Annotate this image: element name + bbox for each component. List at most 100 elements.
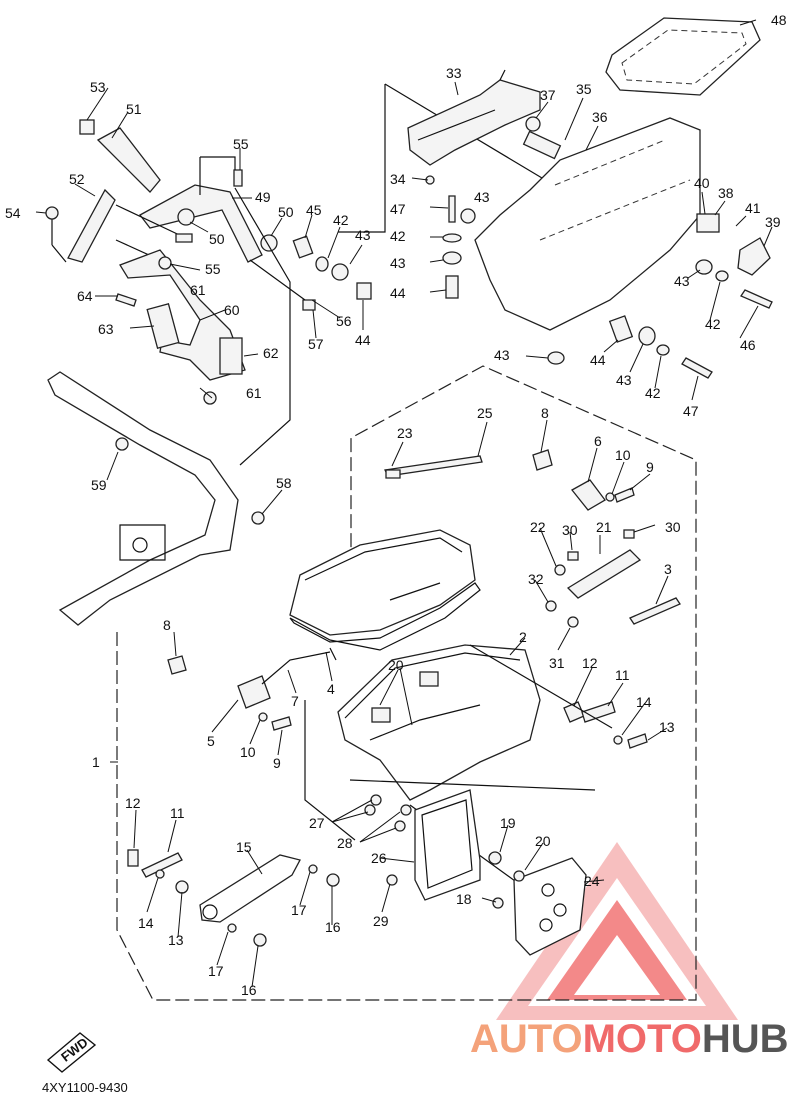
grommet-43: [442, 251, 462, 265]
callout-12: 12: [582, 655, 598, 671]
washer-42-b: [315, 256, 329, 272]
callout-23: 23: [397, 425, 413, 441]
bracket-8-b: [167, 655, 187, 675]
callout-13b: 13: [168, 932, 184, 948]
callout-50b: 50: [278, 204, 294, 220]
callout-33: 33: [446, 65, 462, 81]
callouts: 1 2 3 4 5 6 7 8 8 9 9 10 10 11 11 12 12 …: [5, 12, 787, 998]
bolt-18: [492, 897, 504, 909]
washer-10-b: [258, 712, 268, 722]
seal-4: [289, 582, 481, 651]
callout-39: 39: [765, 214, 781, 230]
bolt-23: [385, 469, 401, 479]
bolt-47: [448, 195, 456, 223]
washer-14-b: [155, 869, 165, 879]
callout-44b: 44: [355, 332, 371, 348]
callout-37: 37: [540, 87, 556, 103]
callout-18: 18: [456, 891, 472, 907]
callout-11b: 11: [170, 805, 185, 821]
callout-53: 53: [90, 79, 106, 95]
callout-12b: 12: [125, 795, 141, 811]
drawing-code: 4XY1100-9430: [42, 1080, 128, 1095]
callout-43: 43: [474, 189, 490, 205]
bolt-46: [740, 289, 773, 309]
callout-42: 42: [390, 228, 406, 244]
callout-9: 9: [646, 459, 654, 475]
washer-43-case: [547, 351, 565, 365]
washer-42-d: [715, 270, 729, 282]
case-bolt-boundary: [338, 84, 386, 233]
callout-30: 30: [562, 522, 578, 538]
washer-42: [442, 233, 462, 243]
callout-10b: 10: [240, 744, 256, 760]
callout-8b: 8: [163, 617, 171, 633]
callout-22: 22: [530, 519, 546, 535]
callout-35: 35: [576, 81, 592, 97]
collar-53: [79, 119, 95, 135]
latch-6: [571, 479, 606, 511]
callout-44: 44: [390, 285, 406, 301]
collar-45: [292, 235, 314, 259]
lid-33: [407, 79, 541, 166]
callout-20b: 20: [535, 833, 551, 849]
callout-15: 15: [236, 839, 252, 855]
callout-32: 32: [528, 571, 544, 587]
bracket-20-c: [419, 671, 439, 687]
bolt-55: [233, 169, 243, 187]
callout-9b: 9: [273, 755, 281, 771]
callout-14b: 14: [138, 915, 154, 931]
washer-10: [605, 492, 615, 502]
bolt-59: [115, 437, 129, 451]
clip-30: [567, 551, 579, 561]
callout-16: 16: [325, 919, 341, 935]
bolt-13: [627, 733, 648, 749]
callout-47: 47: [390, 201, 406, 217]
callout-19: 19: [500, 815, 516, 831]
grommet-43-e: [331, 263, 349, 281]
callout-24: 24: [584, 873, 600, 889]
washer-28: [400, 804, 412, 816]
bolt-57: [302, 299, 316, 311]
callout-47b: 47: [683, 403, 699, 419]
callout-50: 50: [209, 231, 225, 247]
plug-37: [525, 116, 541, 132]
latch-11-b: [141, 852, 183, 878]
plate-62: [219, 337, 243, 375]
watermark-auto: AUTO: [470, 1017, 583, 1061]
washer-17-b: [227, 923, 237, 933]
callout-14: 14: [636, 694, 652, 710]
callout-17: 17: [291, 902, 307, 918]
washer-14: [613, 735, 623, 745]
bolt-58: [251, 511, 265, 525]
latch-11: [581, 701, 616, 723]
frame-rail: [47, 371, 239, 626]
callout-45: 45: [306, 202, 322, 218]
callout-52: 52: [69, 171, 85, 187]
callout-61b: 61: [246, 385, 262, 401]
callout-44c: 44: [590, 352, 606, 368]
callout-48: 48: [771, 12, 787, 28]
callout-62: 62: [263, 345, 279, 361]
collar-44-c: [356, 282, 372, 300]
callout-57: 57: [308, 336, 324, 352]
callout-26: 26: [371, 850, 387, 866]
bracket-20: [371, 707, 391, 723]
callout-42d: 42: [645, 385, 661, 401]
lock-38: [696, 213, 720, 233]
callout-49: 49: [255, 189, 271, 205]
bolt-13-b: [175, 880, 189, 894]
callout-25: 25: [477, 405, 493, 421]
hinge-15: [199, 854, 301, 923]
bolt-9: [614, 487, 635, 503]
fwd-arrow-icon: FWD: [46, 1032, 97, 1073]
bracket-49: [139, 184, 263, 263]
bolt-61-b: [203, 391, 217, 405]
callout-21: 21: [596, 519, 612, 535]
watermark-moto: MOTO: [583, 1017, 702, 1061]
stay-52: [67, 188, 116, 263]
panel-26: [414, 789, 481, 901]
bolt-9-b: [271, 716, 292, 731]
cover-63: [146, 303, 180, 349]
grommet-43-d: [695, 259, 713, 275]
